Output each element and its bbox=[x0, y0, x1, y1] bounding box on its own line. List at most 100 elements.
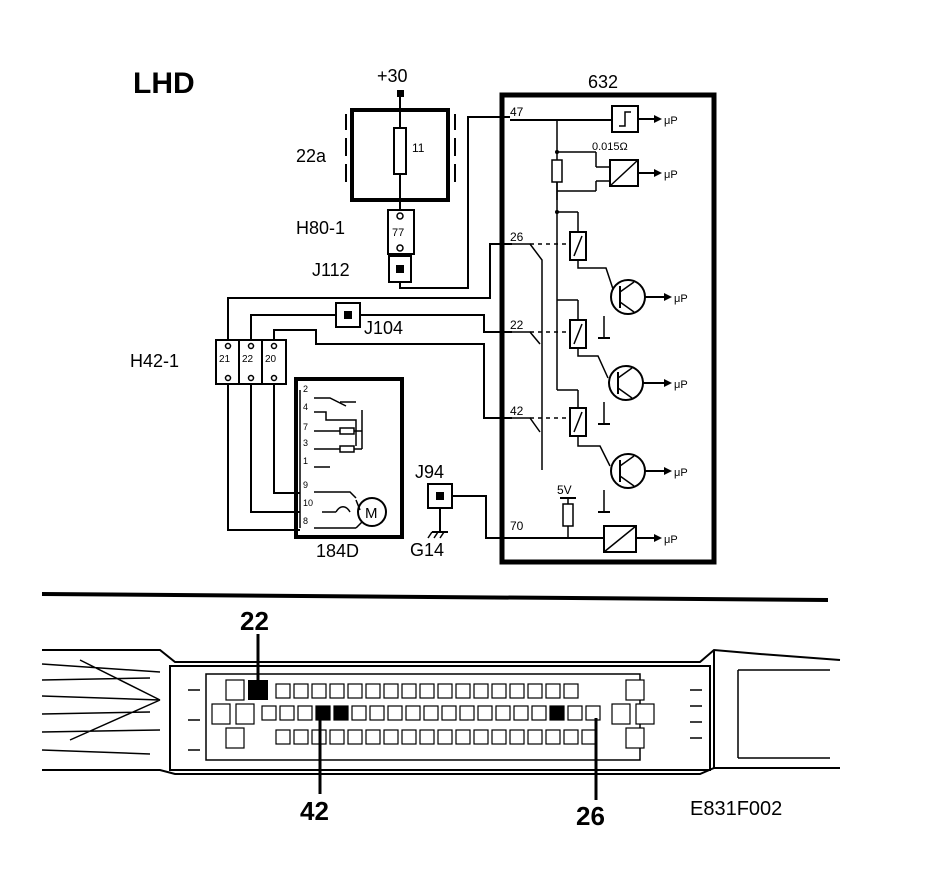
transistor-1-icon bbox=[610, 279, 646, 315]
connector-pin bbox=[347, 729, 363, 745]
connector-cavity bbox=[225, 727, 245, 749]
connector-pin bbox=[437, 683, 453, 699]
page-title: LHD bbox=[133, 67, 195, 100]
connector-pin bbox=[401, 683, 417, 699]
connector-pin bbox=[441, 705, 457, 721]
h42-pin-21: 21 bbox=[219, 354, 231, 365]
connector-pin bbox=[261, 705, 277, 721]
connector-pin bbox=[333, 705, 349, 721]
connector-h80: 77 bbox=[387, 209, 415, 255]
connector-pin bbox=[527, 683, 543, 699]
connector-pin bbox=[563, 729, 579, 745]
connector-pin bbox=[329, 729, 345, 745]
connector-cavity bbox=[225, 679, 245, 701]
supply-voltage: 5V bbox=[557, 483, 572, 497]
connector-pin bbox=[275, 683, 291, 699]
motor-pin-10: 10 bbox=[303, 498, 313, 508]
motor-pin-4: 4 bbox=[303, 402, 308, 412]
j104-splice bbox=[335, 302, 361, 328]
ecu-pin-42: 42 bbox=[510, 404, 524, 418]
connector-pin bbox=[329, 683, 345, 699]
callout-22: 22 bbox=[240, 606, 269, 636]
connector-pin bbox=[563, 683, 579, 699]
pullup-resistor-icon bbox=[562, 503, 574, 527]
connector-pin bbox=[297, 705, 313, 721]
supply-terminal bbox=[397, 90, 404, 97]
j112-label: J112 bbox=[312, 260, 350, 280]
motor-unit-184d: 2 4 7 3 1 9 10 8 M bbox=[294, 377, 404, 539]
ecu-pin-47: 47 bbox=[510, 105, 524, 119]
ecu-pin-70: 70 bbox=[510, 519, 524, 533]
motor-pin-9: 9 bbox=[303, 480, 308, 490]
connector-pin-grid bbox=[211, 679, 655, 749]
motor-pin-8: 8 bbox=[303, 516, 308, 526]
connector-pin bbox=[311, 683, 327, 699]
ecu-label: 632 bbox=[588, 72, 618, 92]
connector-pin bbox=[437, 729, 453, 745]
callout-26: 26 bbox=[576, 801, 605, 831]
connector-cavity bbox=[635, 703, 655, 725]
ecu-output-4: μP bbox=[674, 379, 688, 391]
connector-pin bbox=[567, 705, 583, 721]
connector-pin bbox=[473, 729, 489, 745]
connector-pin bbox=[477, 705, 493, 721]
fuse-icon bbox=[393, 127, 407, 175]
connector-pin bbox=[351, 705, 367, 721]
connector-cavity bbox=[235, 703, 255, 725]
ecu-output-1: μP bbox=[664, 115, 678, 127]
connector-pin bbox=[315, 705, 331, 721]
callout-42: 42 bbox=[300, 796, 329, 826]
connector-pin bbox=[365, 683, 381, 699]
connector-pin bbox=[293, 729, 309, 745]
fuse-label: 11 bbox=[412, 141, 425, 155]
motor-pin-3: 3 bbox=[303, 438, 308, 448]
relay-box-22a: 11 bbox=[345, 108, 456, 210]
connector-pin bbox=[383, 729, 399, 745]
h42-pin-22: 22 bbox=[242, 354, 254, 365]
j94-label: J94 bbox=[415, 462, 444, 482]
motor-unit-label: 184D bbox=[316, 541, 359, 561]
connector-cavity bbox=[625, 679, 645, 701]
ecu-output-3: μP bbox=[674, 293, 688, 305]
motor-pin-1: 1 bbox=[303, 456, 308, 466]
connector-pin bbox=[527, 729, 543, 745]
connector-pin bbox=[423, 705, 439, 721]
ecu-pin-26: 26 bbox=[510, 230, 524, 244]
relay-box-label: 22a bbox=[296, 146, 327, 166]
ecu-output-6: μP bbox=[664, 534, 678, 546]
connector-pin bbox=[279, 705, 295, 721]
connector-cavity bbox=[211, 703, 231, 725]
connector-pin bbox=[549, 705, 565, 721]
ecu-pin-22: 22 bbox=[510, 318, 524, 332]
shunt-resistor-icon bbox=[551, 159, 563, 183]
shunt-value: 0.015Ω bbox=[592, 141, 628, 153]
connector-pin bbox=[509, 729, 525, 745]
connector-pin bbox=[419, 729, 435, 745]
connector-cavity bbox=[611, 703, 631, 725]
connector-pin bbox=[401, 729, 417, 745]
h42-pin-20: 20 bbox=[265, 354, 277, 365]
connector-pin bbox=[531, 705, 547, 721]
h42-label: H42-1 bbox=[130, 351, 179, 371]
motor-pin-7: 7 bbox=[303, 422, 308, 432]
connector-pin bbox=[491, 729, 507, 745]
connector-pin bbox=[459, 705, 475, 721]
ecu-632: 47 26 22 42 70 μP 0.015Ω μP bbox=[499, 92, 717, 565]
pin-22-highlight bbox=[248, 680, 268, 700]
connector-pin bbox=[509, 683, 525, 699]
motor-icon bbox=[357, 497, 387, 527]
connector-pin bbox=[581, 729, 597, 745]
divider bbox=[41, 592, 829, 602]
connector-pin bbox=[275, 729, 291, 745]
j104-label: J104 bbox=[364, 318, 403, 338]
figure-code: E831F002 bbox=[690, 798, 782, 820]
connector-pin bbox=[455, 729, 471, 745]
connector-pin bbox=[585, 705, 601, 721]
transistor-3-icon bbox=[610, 453, 646, 489]
ecu-connector-illustration bbox=[41, 648, 841, 775]
ecu-output-5: μP bbox=[674, 467, 688, 479]
connector-pin bbox=[347, 683, 363, 699]
transistor-2-icon bbox=[608, 365, 644, 401]
connector-pin bbox=[293, 683, 309, 699]
